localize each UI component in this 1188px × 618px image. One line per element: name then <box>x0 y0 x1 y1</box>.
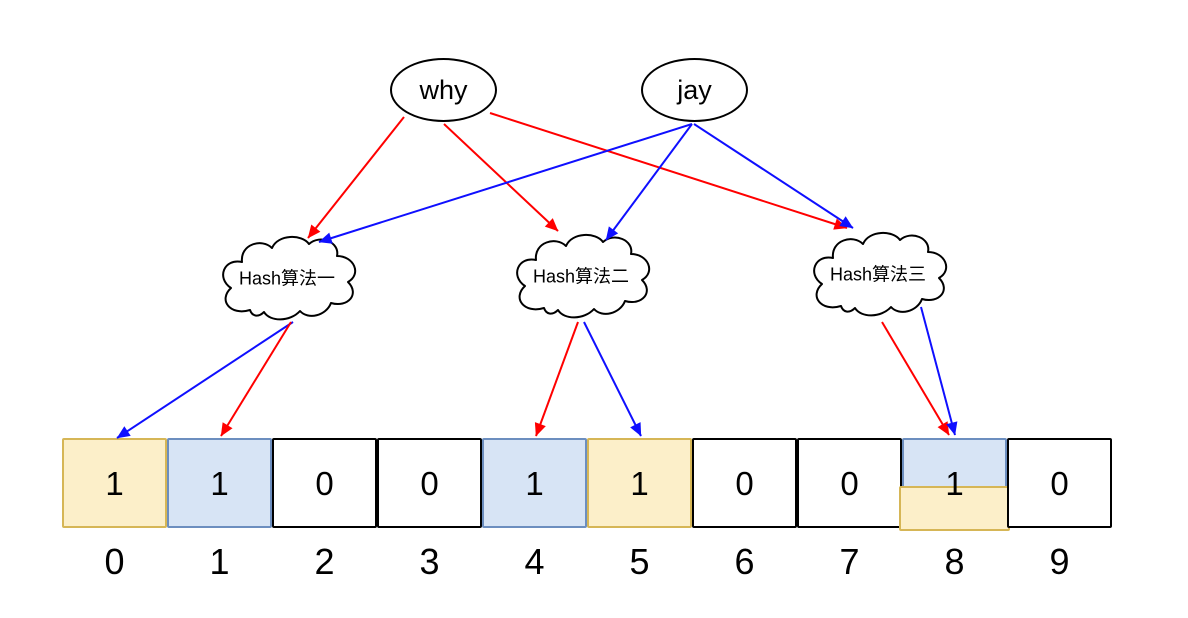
edge-hash1-cell0-blue <box>116 321 294 439</box>
hash-node-2: Hash算法二 <box>506 228 656 324</box>
bit-cell-9: 0 <box>1007 438 1112 528</box>
bit-value: 1 <box>945 464 964 502</box>
index-label-2: 2 <box>314 541 335 582</box>
input-node-jay: jay <box>641 58 748 122</box>
bit-cell-8-yellow-half <box>899 486 1010 531</box>
input-node-label: jay <box>677 74 712 105</box>
hash-node-label: Hash算法二 <box>532 266 630 287</box>
input-node-label: why <box>419 74 468 105</box>
cloud-icon <box>222 236 357 321</box>
bit-cell-8: 1 <box>899 438 1010 531</box>
hash-node-3: Hash算法三 <box>803 226 953 322</box>
edge-jay-hash1-blue <box>318 123 693 244</box>
bit-value: 1 <box>525 464 544 502</box>
bit-cell-6: 0 <box>692 438 797 528</box>
bit-cell-3: 0 <box>377 438 482 528</box>
edge-jay-hash3-blue <box>693 123 854 229</box>
index-label-1: 1 <box>209 541 230 582</box>
bit-value: 0 <box>840 464 859 502</box>
bit-value: 0 <box>1050 464 1069 502</box>
bit-cell-2: 0 <box>272 438 377 528</box>
hash-node-label: Hash算法三 <box>829 264 927 285</box>
bit-cell-0: 1 <box>62 438 167 528</box>
bit-value: 0 <box>735 464 754 502</box>
edge-why-hash3-red <box>489 112 848 230</box>
bit-cell-7: 0 <box>797 438 902 528</box>
bit-cell-1: 1 <box>167 438 272 528</box>
edge-hash1-cell1-red <box>220 321 292 437</box>
index-label-7: 7 <box>839 541 860 582</box>
cloud-icon <box>516 234 651 319</box>
bit-cell-4: 1 <box>482 438 587 528</box>
edge-jay-hash2-blue <box>605 123 693 241</box>
edge-hash2-cell5-blue <box>583 321 642 437</box>
bit-value: 1 <box>105 464 124 502</box>
bit-cell-5: 1 <box>587 438 692 528</box>
edge-why-hash2-red <box>443 123 559 232</box>
edge-why-hash1-red <box>307 116 405 239</box>
index-label-5: 5 <box>629 541 650 582</box>
hash-node-label: Hash算法一 <box>238 268 336 289</box>
bit-value: 0 <box>315 464 334 502</box>
edge-hash3-cell8-red <box>881 321 950 436</box>
cloud-icon <box>813 232 948 317</box>
edge-hash3-cell8-blue <box>920 306 958 436</box>
bit-value: 0 <box>420 464 439 502</box>
index-label-0: 0 <box>104 541 125 582</box>
edge-hash2-cell4-red <box>534 321 579 437</box>
bit-value: 1 <box>630 464 649 502</box>
bit-value: 1 <box>210 464 229 502</box>
index-label-9: 9 <box>1049 541 1070 582</box>
input-node-why: why <box>390 58 497 122</box>
hash-node-1: Hash算法一 <box>212 230 362 326</box>
index-label-8: 8 <box>944 541 965 582</box>
index-label-3: 3 <box>419 541 440 582</box>
index-label-4: 4 <box>524 541 545 582</box>
index-label-6: 6 <box>734 541 755 582</box>
